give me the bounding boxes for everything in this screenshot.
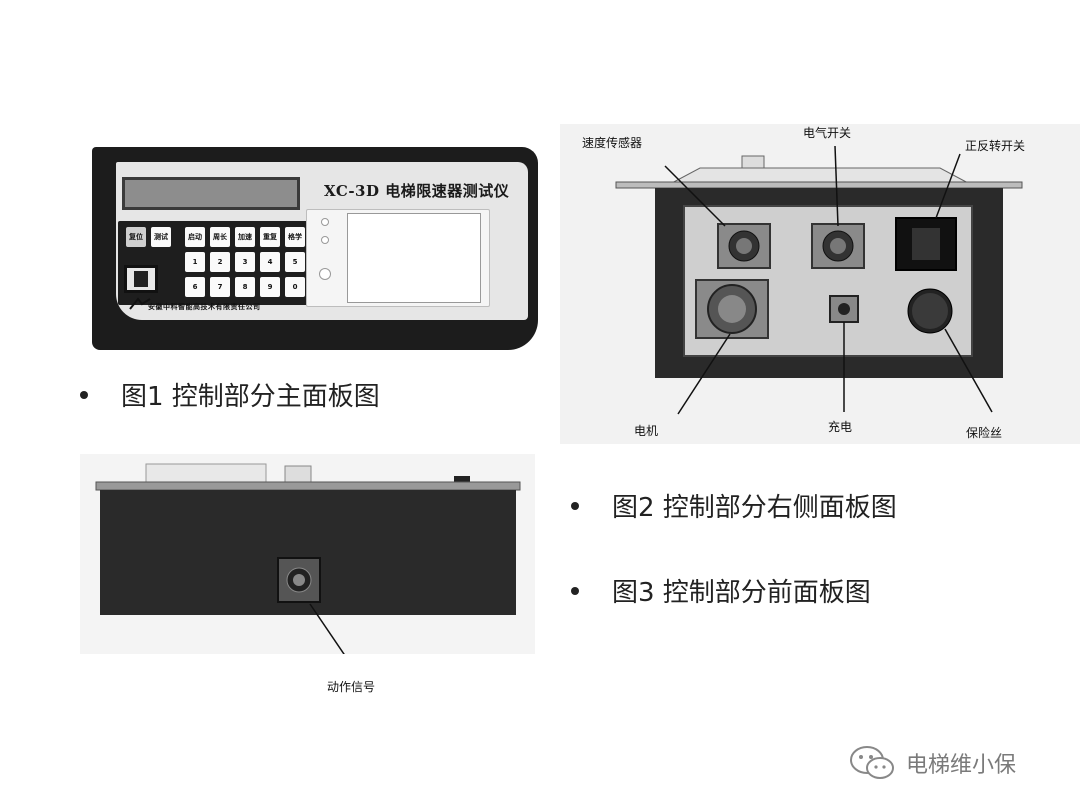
label-fuse: 保险丝 <box>966 426 1003 440</box>
printer-paper-window <box>347 213 481 303</box>
power-switch <box>124 265 158 293</box>
label-action-signal: 动作信号 <box>327 680 376 694</box>
bullet-icon <box>80 390 88 399</box>
key-start: 启动 <box>185 227 205 247</box>
key-perimeter: 周长 <box>210 227 230 247</box>
caption-figure-2: 图2 控制部分右侧面板图 <box>571 487 897 524</box>
side-panel-drawing <box>615 145 1023 415</box>
label-fwd-rev-switch: 正反转开关 <box>965 139 1026 153</box>
top-connector <box>741 155 765 169</box>
lcd-display <box>122 177 300 210</box>
key-4: 4 <box>260 252 280 272</box>
device-title: XC-3D 电梯限速器测试仪 <box>324 182 510 200</box>
key-9: 9 <box>260 277 280 297</box>
figure-right-side-panel: 速度传感器 电气开关 正反转开关 电机 充电 保险丝 <box>560 124 1080 444</box>
key-1: 1 <box>185 252 205 272</box>
key-repeat: 重复 <box>260 227 280 247</box>
label-motor: 电机 <box>634 424 659 438</box>
label-electric-switch: 电气开关 <box>803 126 852 140</box>
figure-main-panel: XC-3D 电梯限速器测试仪 复位 测试 启动 周长 加速 重复 格学 1 2 … <box>92 147 538 350</box>
key-8: 8 <box>235 277 255 297</box>
key-reset: 复位 <box>126 227 146 247</box>
key-6: 6 <box>185 277 205 297</box>
label-charge: 充电 <box>828 420 853 434</box>
watermark: 电梯维小保 <box>848 744 1016 782</box>
wechat-icon <box>850 746 894 779</box>
key-5: 5 <box>285 252 305 272</box>
company-name: 安徽中科智能高技术有限责任公司 <box>148 303 261 311</box>
caption-figure-3: 图3 控制部分前面板图 <box>571 572 871 609</box>
knob <box>319 268 331 280</box>
company-logo-icon <box>129 297 151 310</box>
caption-figure-1: 图1 控制部分主面板图 <box>80 376 380 413</box>
key-3: 3 <box>235 252 255 272</box>
top-rim <box>95 481 521 491</box>
caption-text: 图1 控制部分主面板图 <box>121 382 380 412</box>
key-accelerate: 加速 <box>235 227 255 247</box>
bullet-icon <box>571 501 579 510</box>
caption-text: 图2 控制部分右侧面板图 <box>612 493 897 523</box>
top-switch <box>454 476 470 484</box>
indicator-light <box>321 218 329 226</box>
key-0: 0 <box>285 277 305 297</box>
top-connector <box>284 465 312 483</box>
key-learn: 格学 <box>285 227 305 247</box>
figure-front-panel <box>80 454 535 654</box>
watermark-text: 电梯维小保 <box>906 753 1017 778</box>
top-rim <box>615 181 1023 189</box>
printer-module <box>306 209 490 307</box>
bullet-icon <box>571 586 579 595</box>
top-cover-edge <box>145 463 267 483</box>
front-panel-drawing <box>95 463 521 654</box>
label-speed-sensor: 速度传感器 <box>582 136 643 150</box>
key-7: 7 <box>210 277 230 297</box>
caption-text: 图3 控制部分前面板图 <box>612 578 871 608</box>
indicator-light <box>321 236 329 244</box>
key-test: 测试 <box>151 227 171 247</box>
key-2: 2 <box>210 252 230 272</box>
keypad: 复位 测试 启动 周长 加速 重复 格学 1 2 3 4 5 6 7 8 9 0 <box>118 221 308 305</box>
